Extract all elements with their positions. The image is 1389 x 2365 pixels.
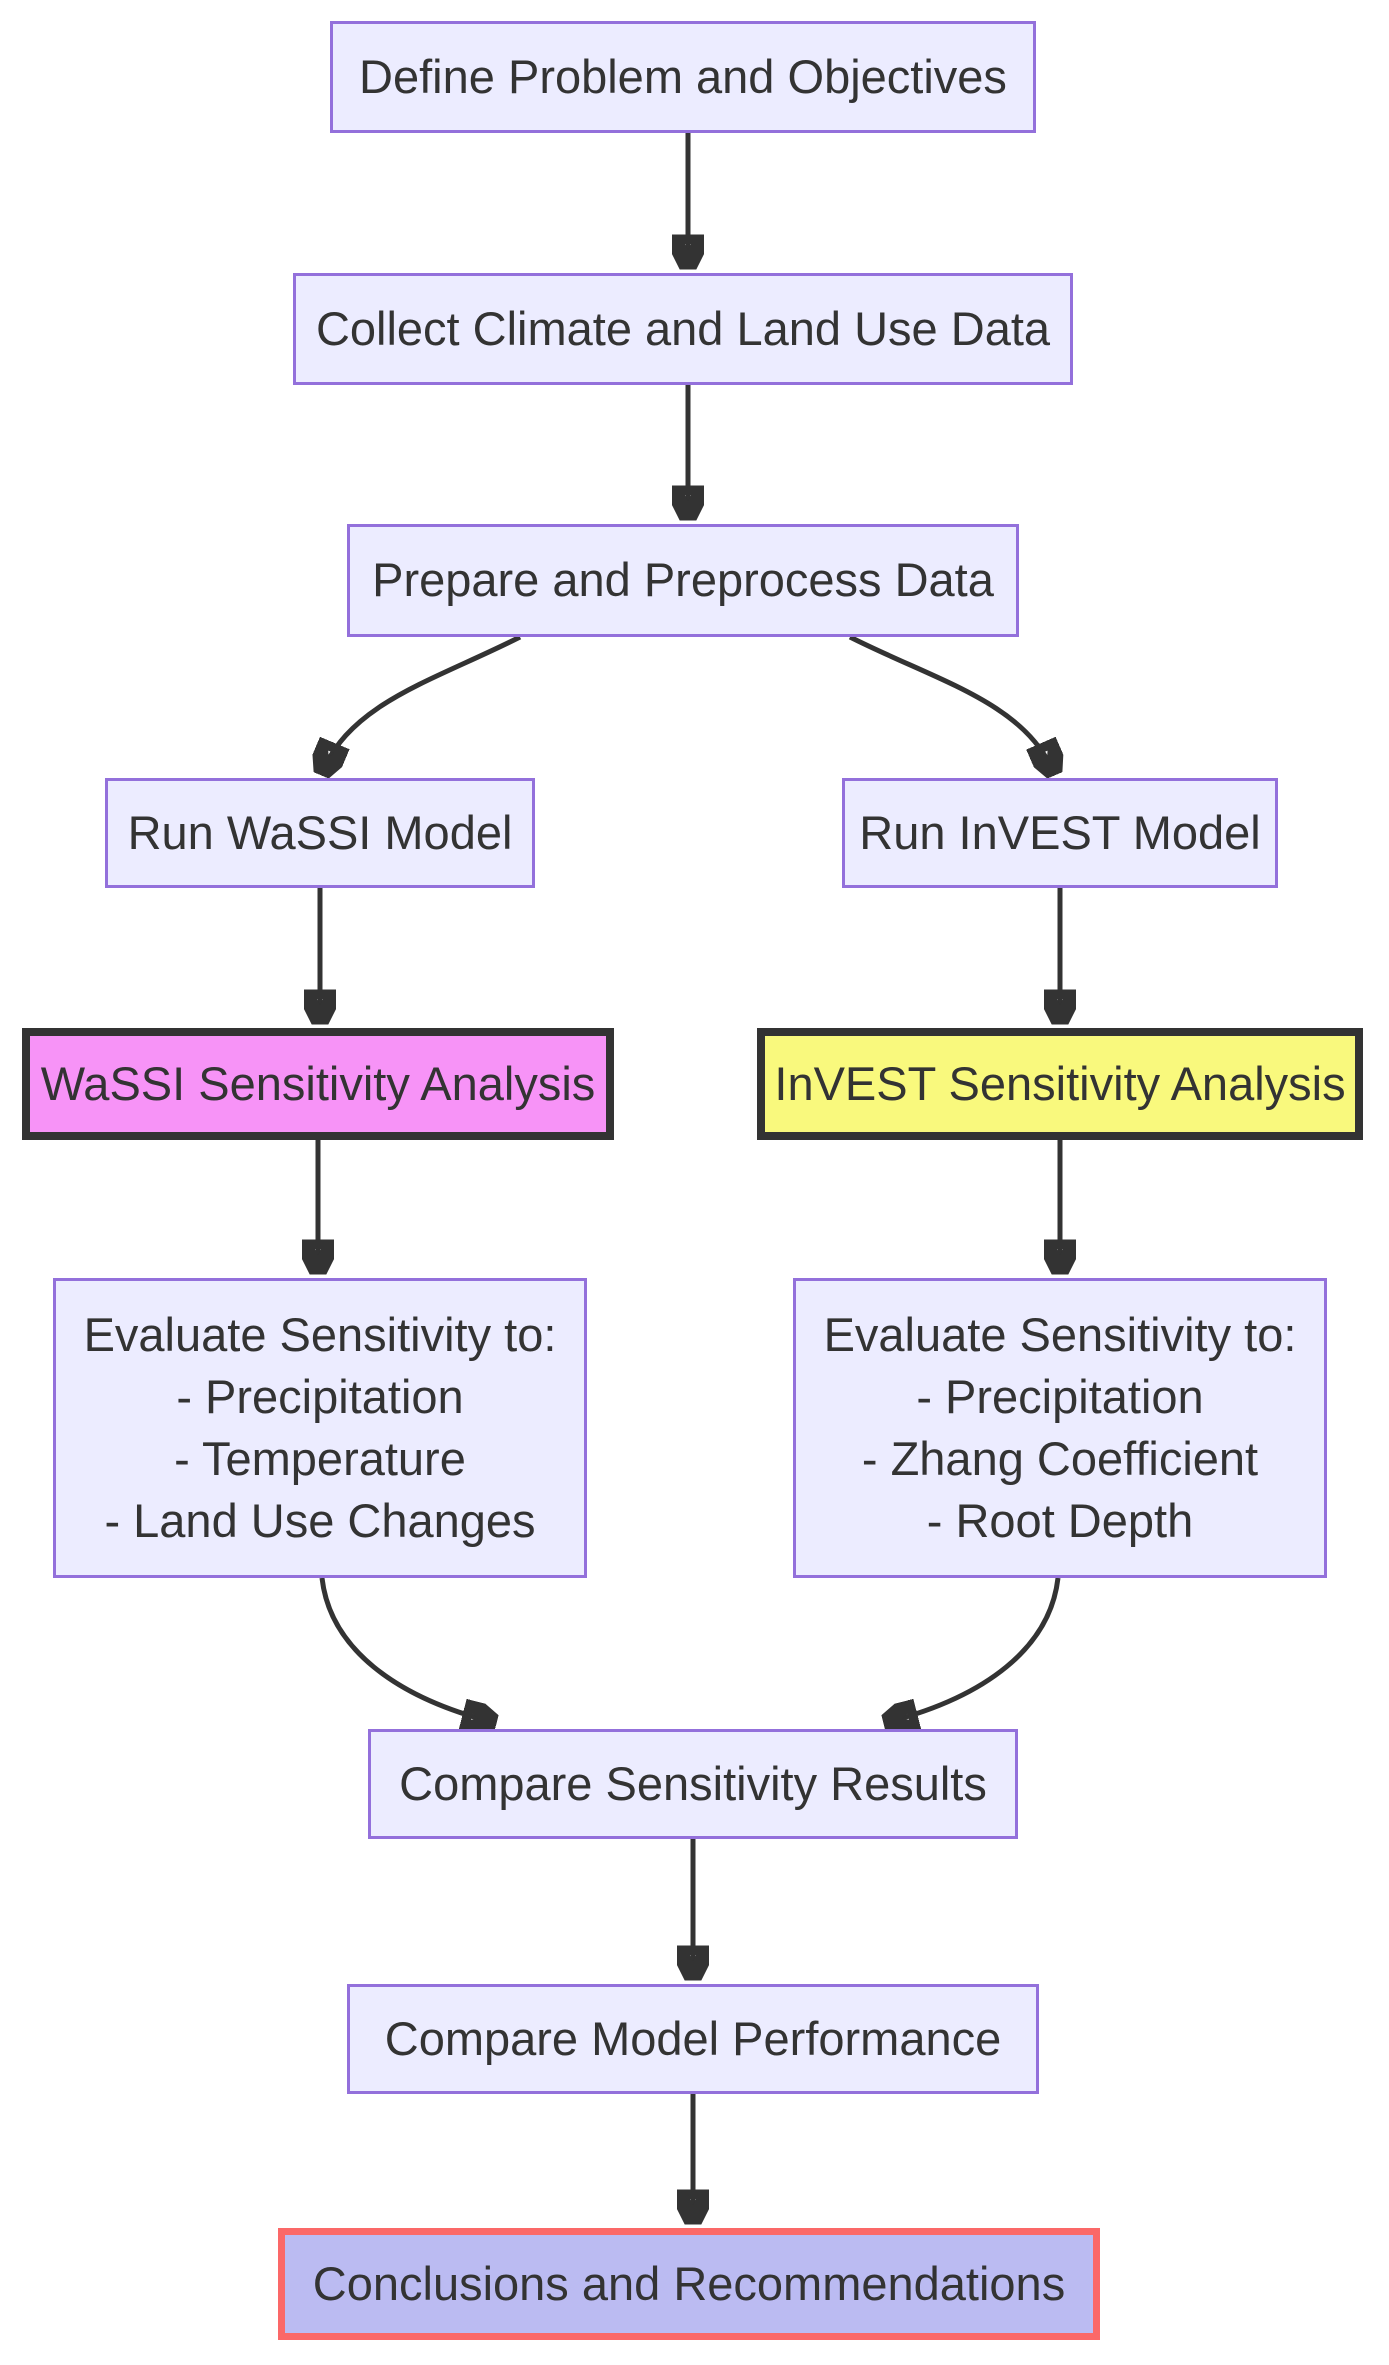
invest-evaluate-line-3: - Zhang Coefficient <box>861 1432 1259 1485</box>
invest-evaluate-line-4: - Root Depth <box>926 1494 1194 1547</box>
invest-evaluate-line-2: - Precipitation <box>916 1370 1204 1423</box>
node-define-problem-label: Define Problem and Objectives <box>359 49 1007 103</box>
wassi-evaluate-line-4: - Land Use Changes <box>104 1494 536 1547</box>
node-run-invest-model-label: Run InVEST Model <box>859 805 1261 859</box>
node-invest-evaluate-sensitivity: Evaluate Sensitivity to: - Precipitation… <box>793 1278 1327 1578</box>
node-run-wassi-model-label: Run WaSSI Model <box>127 805 513 859</box>
node-invest-sensitivity-analysis-label: InVEST Sensitivity Analysis <box>774 1056 1346 1110</box>
node-define-problem: Define Problem and Objectives <box>330 21 1036 133</box>
node-conclusions-recommendations: Conclusions and Recommendations <box>278 2228 1100 2340</box>
edge-invest-evaluate-to-compare-sensitivity <box>888 1577 1061 1722</box>
wassi-evaluate-line-3: - Temperature <box>174 1432 466 1485</box>
node-collect-data-label: Collect Climate and Land Use Data <box>315 301 1051 355</box>
node-prepare-data: Prepare and Preprocess Data <box>347 524 1019 637</box>
node-prepare-data-label: Prepare and Preprocess Data <box>372 553 994 607</box>
wassi-evaluate-line-1: Evaluate Sensitivity to: <box>83 1308 557 1361</box>
node-conclusions-recommendations-label: Conclusions and Recommendations <box>312 2256 1066 2310</box>
node-compare-model-performance: Compare Model Performance <box>347 1984 1039 2094</box>
edge-prepare-to-run-wassi <box>323 634 522 771</box>
node-run-invest-model: Run InVEST Model <box>842 778 1278 888</box>
node-compare-sensitivity-results-label: Compare Sensitivity Results <box>399 1756 987 1810</box>
node-run-wassi-model: Run WaSSI Model <box>105 778 535 888</box>
edge-prepare-to-run-invest <box>848 634 1053 771</box>
invest-evaluate-line-1: Evaluate Sensitivity to: <box>823 1308 1297 1361</box>
edges <box>318 133 1060 2220</box>
edge-wassi-evaluate-to-compare-sensitivity <box>319 1577 492 1722</box>
node-compare-sensitivity-results: Compare Sensitivity Results <box>368 1729 1018 1839</box>
node-wassi-sensitivity-analysis: WaSSI Sensitivity Analysis <box>22 1028 614 1140</box>
node-collect-data: Collect Climate and Land Use Data <box>293 273 1073 385</box>
node-wassi-evaluate-sensitivity: Evaluate Sensitivity to: - Precipitation… <box>53 1278 587 1578</box>
node-invest-sensitivity-analysis: InVEST Sensitivity Analysis <box>757 1028 1363 1140</box>
wassi-evaluate-line-2: - Precipitation <box>176 1370 464 1423</box>
node-wassi-sensitivity-analysis-label: WaSSI Sensitivity Analysis <box>40 1056 596 1110</box>
node-compare-model-performance-label: Compare Model Performance <box>384 2011 1002 2065</box>
